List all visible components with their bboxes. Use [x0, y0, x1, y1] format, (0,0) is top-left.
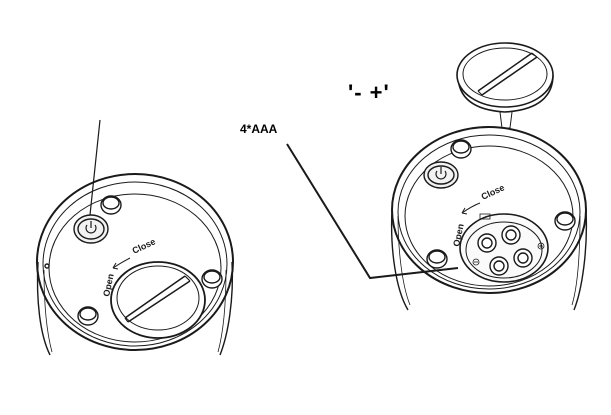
aaa-battery	[513, 248, 533, 268]
left-device	[36, 173, 234, 356]
right-open-label: Open	[451, 223, 466, 248]
right-device	[390, 126, 588, 311]
aaa-battery	[501, 225, 521, 245]
right-rim-knob	[450, 139, 472, 159]
left-power-button	[73, 214, 109, 244]
left-battery-cover	[110, 261, 206, 339]
battery-type-label: 4*AAA	[240, 122, 278, 136]
power-icon	[85, 224, 97, 234]
left-rim-knob	[201, 269, 223, 289]
right-rim-knob	[426, 249, 448, 269]
right-body-outline	[390, 209, 409, 311]
left-rim-knob	[77, 306, 99, 326]
right-power-button	[423, 161, 459, 189]
left-rotation-arrow	[112, 257, 131, 269]
left-close-label: Close	[131, 236, 157, 255]
polarity-label: '- +'	[348, 80, 390, 105]
left-rim-knob	[100, 195, 122, 215]
power-leader-line	[89, 119, 101, 216]
battery-compartment	[459, 213, 549, 283]
aaa-battery	[477, 233, 497, 253]
right-outer-rim	[391, 126, 587, 294]
left-open-label: Open	[101, 273, 116, 298]
right-close-label: Close	[480, 182, 506, 201]
right-rotation-arrow	[461, 202, 481, 214]
power-icon	[435, 170, 447, 180]
left-outer-rim	[36, 173, 234, 351]
removed-battery-cover	[456, 42, 554, 129]
right-rim-knob	[554, 211, 576, 231]
battery-leader-line	[286, 143, 459, 280]
aaa-battery	[489, 256, 509, 276]
